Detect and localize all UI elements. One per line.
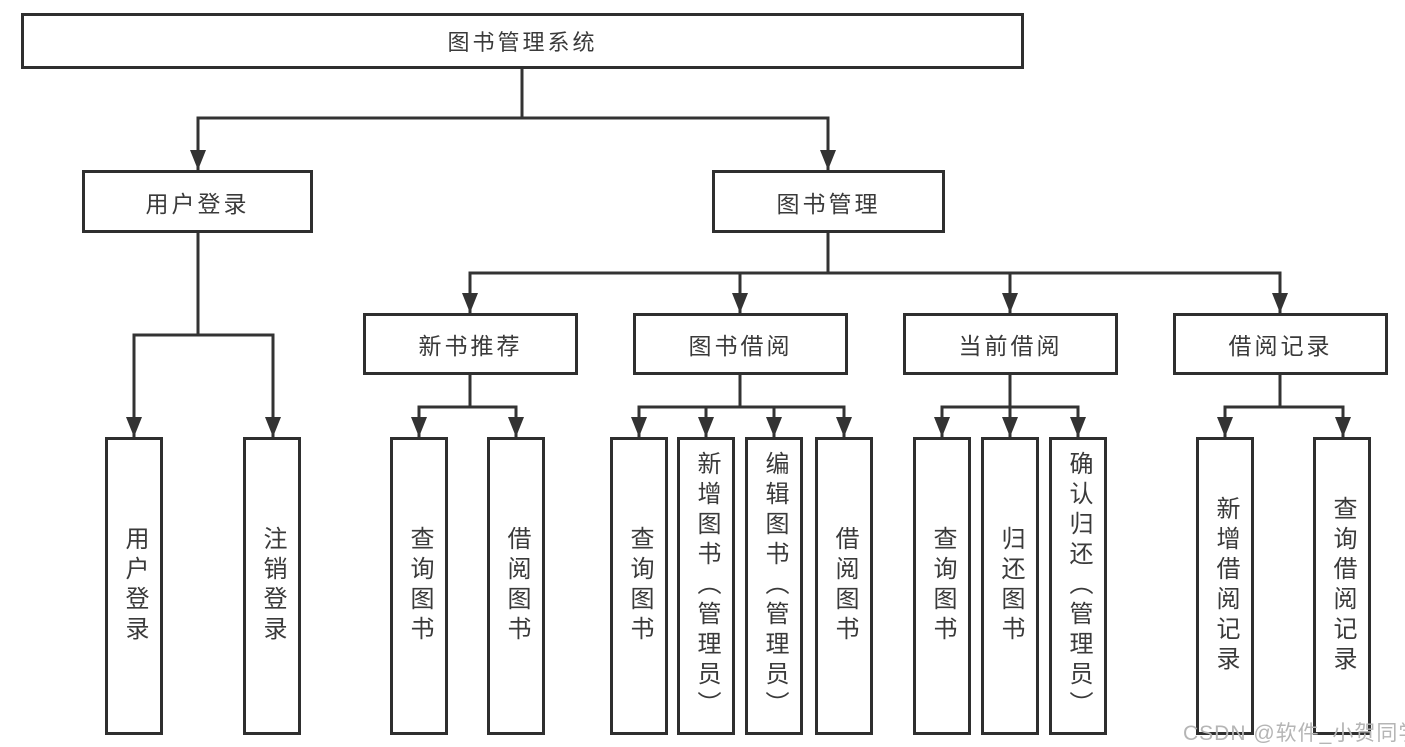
leaf-add-borrow-record-label: 新增借阅记录 — [1212, 496, 1239, 676]
connector-current-borrow-children — [934, 373, 1086, 439]
leaf-query-books-current: 查询图书 — [913, 437, 971, 735]
leaf-return-book: 归还图书 — [981, 437, 1039, 735]
leaf-borrow-books-label: 借阅图书 — [831, 526, 858, 646]
leaf-confirm-return-admin: 确认归还（管理员） — [1049, 437, 1107, 735]
csdn-watermark: CSDN @软件_小贺同学 — [1183, 722, 1405, 745]
node-borrow-records: 借阅记录 — [1173, 313, 1388, 375]
leaf-user-login: 用户登录 — [105, 437, 163, 735]
node-user-login: 用户登录 — [82, 170, 313, 233]
leaf-edit-book-admin: 编辑图书（管理员） — [745, 437, 803, 735]
leaf-add-borrow-record: 新增借阅记录 — [1196, 437, 1254, 735]
leaf-query-books-borrow: 查询图书 — [610, 437, 668, 735]
connector-user-login-children — [126, 231, 281, 439]
leaf-query-books-recommend-label: 查询图书 — [406, 526, 433, 646]
leaf-query-books-current-label: 查询图书 — [929, 526, 956, 646]
leaf-logout-label: 注销登录 — [259, 526, 286, 646]
leaf-query-borrow-record: 查询借阅记录 — [1313, 437, 1371, 735]
node-root-system: 图书管理系统 — [21, 13, 1024, 69]
leaf-query-books-recommend: 查询图书 — [390, 437, 448, 735]
leaf-borrow-books-recommend: 借阅图书 — [487, 437, 545, 735]
leaf-return-book-label: 归还图书 — [997, 526, 1024, 646]
node-book-borrow: 图书借阅 — [633, 313, 848, 375]
leaf-borrow-books-recommend-label: 借阅图书 — [503, 526, 530, 646]
leaf-edit-book-admin-label: 编辑图书（管理员） — [761, 451, 788, 721]
node-new-book-recommend: 新书推荐 — [363, 313, 578, 375]
leaf-add-book-admin: 新增图书（管理员） — [677, 437, 735, 735]
leaf-confirm-return-admin-label: 确认归还（管理员） — [1065, 451, 1092, 721]
connector-borrow-records-children — [1217, 373, 1351, 439]
leaf-query-borrow-record-label: 查询借阅记录 — [1329, 496, 1356, 676]
connector-book-borrow-children — [631, 373, 852, 439]
leaf-query-books-borrow-label: 查询图书 — [626, 526, 653, 646]
connector-root-to-level2 — [190, 67, 836, 172]
node-current-borrow: 当前借阅 — [903, 313, 1118, 375]
leaf-borrow-books: 借阅图书 — [815, 437, 873, 735]
leaf-logout: 注销登录 — [243, 437, 301, 735]
leaf-user-login-label: 用户登录 — [121, 526, 148, 646]
connector-new-book-children — [411, 373, 524, 439]
node-book-management: 图书管理 — [712, 170, 945, 233]
leaf-add-book-admin-label: 新增图书（管理员） — [693, 451, 720, 721]
connector-book-management-groups — [462, 231, 1288, 315]
